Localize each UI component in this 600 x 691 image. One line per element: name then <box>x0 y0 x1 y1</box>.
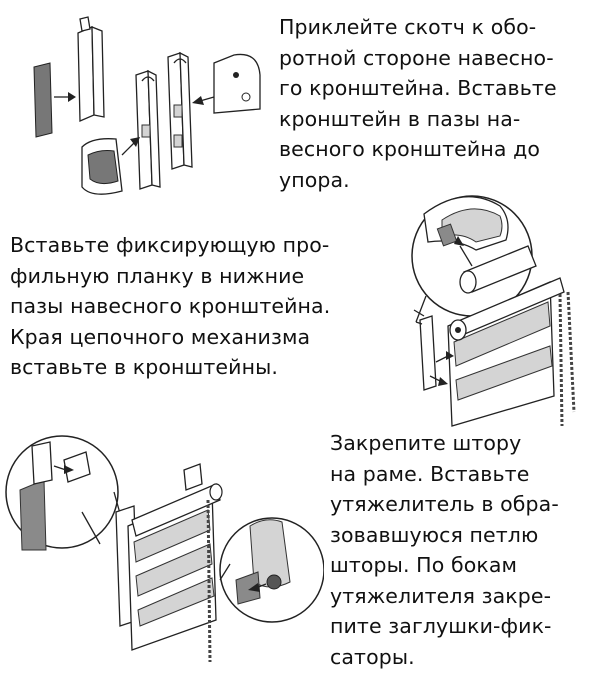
step-3-instructions: Закрепите штору на раме. Вставьте утяжел… <box>330 428 559 672</box>
step-2-instructions: Вставьте фиксирующую про- фильную планку… <box>10 230 330 383</box>
step-3-line: утяжелитель в обра- <box>330 492 559 516</box>
step-1-line: кронштейн в пазы на- <box>279 106 521 131</box>
roller-mechanism-illustration <box>411 195 576 427</box>
step-3-line: пите заглушки-фик- <box>330 614 552 638</box>
step-2-line: пазы навесного кронштейна. <box>10 294 331 318</box>
step-1-line: Приклейте скотч к обо- <box>279 15 537 39</box>
step-3-line: шторы. По бокам <box>330 553 518 577</box>
step-2-line: Вставьте фиксирующую про- <box>10 233 330 257</box>
step-3-line: утяжелителя закре- <box>330 583 552 608</box>
bracket-assembly-illustration <box>33 16 261 195</box>
step-1-instructions: Приклейте скотч к обо- ротной стороне на… <box>279 12 557 195</box>
step-2-line: фильную планку в нижние <box>10 263 305 288</box>
step-3-line: зовавшуюся петлю <box>330 522 539 547</box>
step-1-line: весного кронштейна до <box>279 137 541 161</box>
step-3-line: саторы. <box>330 644 415 669</box>
frame-mounted-blind-illustration <box>5 435 324 663</box>
step-1-line: упора. <box>279 167 350 192</box>
step-1-line: го кронштейна. Вставьте <box>279 76 557 100</box>
step-1-line: ротной стороне навесно- <box>279 45 554 70</box>
step-3-line: на раме. Вставьте <box>330 461 530 486</box>
step-2-line: вставьте в кронштейны. <box>10 355 278 379</box>
step-3-line: Закрепите штору <box>330 431 522 455</box>
step-2-line: Края цепочного механизма <box>10 324 311 349</box>
